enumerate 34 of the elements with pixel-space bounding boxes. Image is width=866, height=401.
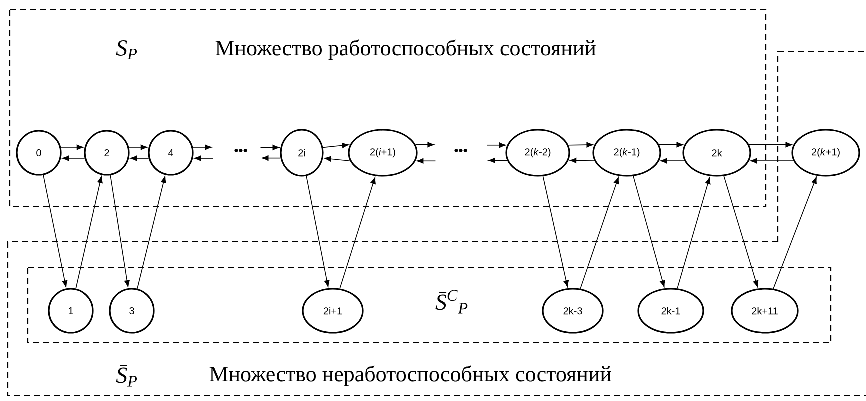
arrow	[658, 142, 684, 148]
arrow	[542, 176, 570, 288]
arrow	[660, 158, 686, 164]
arrow	[748, 142, 792, 148]
arrow	[137, 176, 166, 290]
arrow	[43, 174, 68, 288]
arrow	[568, 142, 594, 148]
arrow	[773, 177, 817, 290]
arrow	[260, 145, 280, 150]
arrow	[570, 158, 596, 164]
arrow	[194, 156, 214, 162]
arrow	[60, 144, 84, 150]
arrow	[415, 142, 434, 148]
arrow	[76, 176, 103, 290]
arrow	[192, 144, 212, 150]
arrow	[416, 158, 436, 164]
arrow	[306, 176, 330, 288]
arrow	[750, 158, 794, 164]
arrow	[488, 158, 508, 164]
arrow	[128, 144, 148, 150]
arrow	[724, 176, 759, 288]
arrow	[580, 177, 620, 290]
arrow	[130, 156, 150, 162]
arrow	[62, 156, 86, 162]
arrow	[262, 156, 282, 161]
arrow	[324, 156, 351, 162]
arrow	[110, 175, 130, 288]
arrow	[487, 142, 506, 148]
arrow	[677, 178, 711, 290]
ellipsis: •••	[454, 148, 468, 152]
ellipsis: •••	[234, 148, 248, 152]
arrow	[322, 142, 350, 148]
arrow	[633, 176, 666, 288]
arrow	[340, 177, 376, 290]
